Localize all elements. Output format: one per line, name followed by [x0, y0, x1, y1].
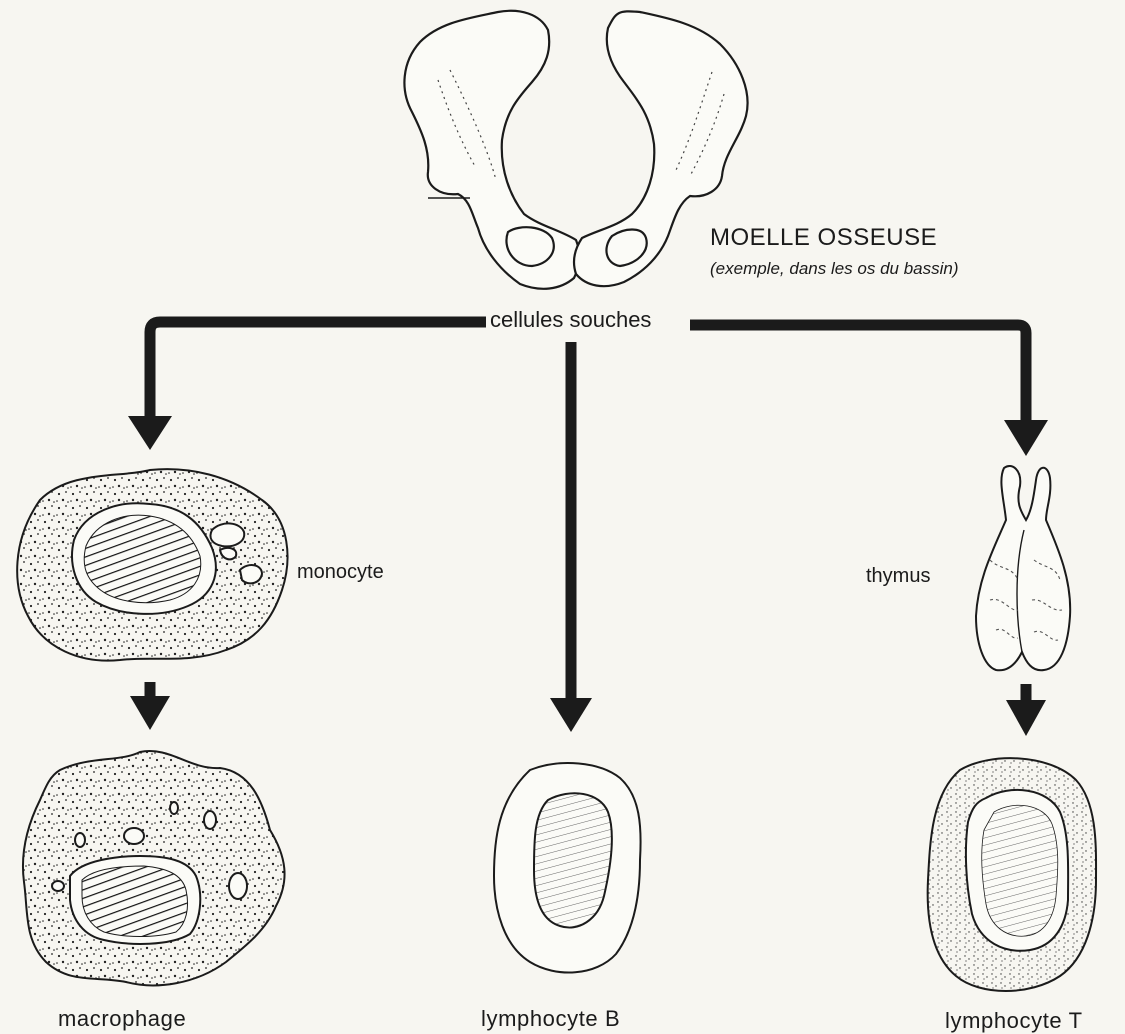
lymphocyte-b-cell — [494, 763, 641, 972]
arrow-stem-to-monocyte — [150, 322, 490, 420]
stem-cells-label: cellules souches — [486, 307, 655, 333]
macrophage-cell — [23, 751, 285, 985]
lymphocyte-t-cell — [928, 758, 1096, 991]
flow-arrows — [150, 322, 1026, 704]
arrow-stem-to-thymus — [690, 325, 1026, 424]
bone-marrow-title: MOELLE OSSEUSE — [710, 224, 937, 252]
monocyte-cell — [17, 469, 287, 660]
arrowhead-macrophage — [130, 696, 170, 730]
pelvis-illustration — [404, 11, 747, 289]
bone-marrow-note: (exemple, dans les os du bassin) — [710, 259, 959, 279]
thymus-organ — [976, 466, 1070, 670]
arrowhead-lymphocyte-b — [550, 698, 592, 732]
arrowhead-lymphocyte-t — [1006, 700, 1046, 736]
arrowhead-thymus — [1004, 420, 1048, 456]
thymus-label: thymus — [866, 565, 930, 588]
lymphocyte-t-label: lymphocyte T — [945, 1008, 1083, 1034]
arrowhead-monocyte — [128, 416, 172, 450]
lymphocyte-b-label: lymphocyte B — [481, 1006, 620, 1032]
monocyte-label: monocyte — [297, 561, 384, 584]
macrophage-label: macrophage — [58, 1006, 186, 1032]
